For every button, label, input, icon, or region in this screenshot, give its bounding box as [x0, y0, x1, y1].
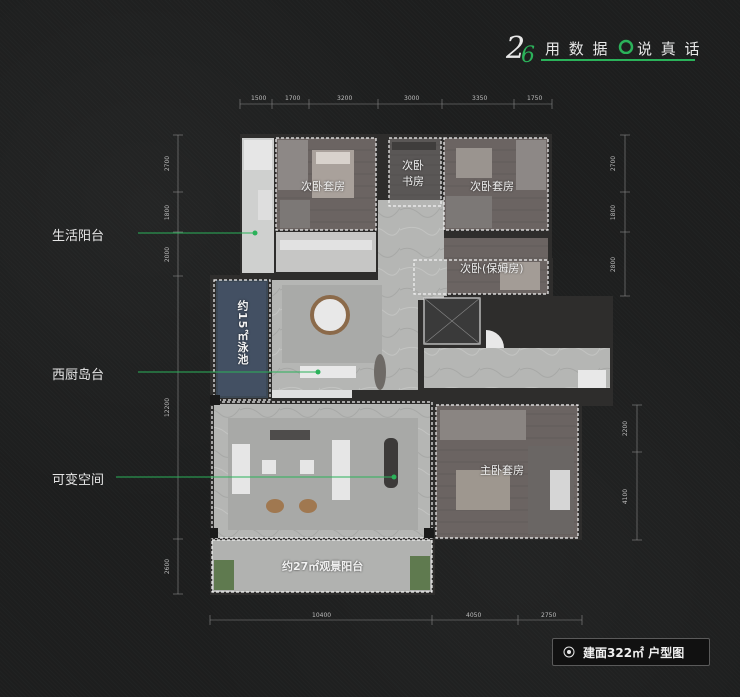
room-view-balcony: 约27㎡观景阳台 [282, 560, 364, 573]
dim-left-3: 2000 [164, 246, 172, 263]
room-nanny: 次卧(保姆房) [460, 262, 524, 275]
dim-bottom-1: 10400 [312, 612, 332, 619]
dim-right-2: 1800 [610, 204, 618, 221]
dimension-lines-left [173, 134, 183, 595]
dim-right-4: 2200 [622, 420, 630, 437]
dim-top-3: 3200 [337, 95, 353, 102]
svg-text:6: 6 [521, 43, 535, 66]
ring-icon [618, 39, 634, 54]
dim-left-4: 12200 [164, 397, 172, 418]
area-badge-text: 建面322㎡ 户型图 [583, 645, 685, 660]
dimension-lines-top [239, 99, 553, 109]
room-study-line1: 次卧 [402, 159, 424, 172]
dim-bottom-3: 2750 [541, 612, 557, 619]
dim-bottom-2: 4050 [466, 612, 482, 619]
dimension-lines-right [620, 134, 642, 541]
callout-leaders [116, 232, 394, 478]
target-icon [563, 646, 575, 658]
callout-dot-flex [391, 474, 397, 480]
brand-number-logo: 2 6 [505, 31, 535, 66]
room-dashed-borders [211, 137, 579, 593]
dim-top-1: 1500 [251, 95, 267, 102]
callout-dot-balcony [252, 230, 258, 236]
callout-flexible-space: 可变空间 [52, 473, 105, 488]
dim-left-2: 1800 [164, 204, 172, 221]
brand-text-a: 用 数 据 [545, 40, 610, 58]
callout-dot-island [315, 369, 321, 375]
dim-left-5: 2600 [164, 558, 172, 575]
dim-top-5: 3350 [472, 95, 488, 102]
dim-top-4: 3000 [404, 95, 420, 102]
dim-right-5: 4100 [622, 488, 630, 505]
svg-text:2: 2 [505, 31, 525, 66]
room-study-line2: 书房 [402, 175, 424, 188]
brand-text-b: 说 真 话 [637, 40, 702, 58]
dim-left-1: 2700 [164, 155, 172, 172]
brand-underline [541, 59, 695, 61]
dim-right-3: 2800 [610, 256, 618, 273]
callout-service-balcony: 生活阳台 [52, 229, 105, 244]
callout-kitchen-island: 西厨岛台 [52, 368, 105, 383]
dim-top-6: 1750 [527, 95, 543, 102]
view-balcony-floor [212, 540, 432, 592]
dimension-lines-bottom [209, 615, 583, 625]
dim-right-1: 2700 [610, 155, 618, 172]
room-bedroom-suite-left: 次卧套房 [301, 180, 345, 193]
room-pool: 约15㎡泳池 [236, 300, 249, 366]
room-bedroom-suite-right: 次卧套房 [470, 180, 514, 193]
area-badge: 建面322㎡ 户型图 [552, 638, 710, 666]
dim-top-2: 1700 [285, 95, 301, 102]
room-master-suite: 主卧套房 [480, 464, 524, 477]
